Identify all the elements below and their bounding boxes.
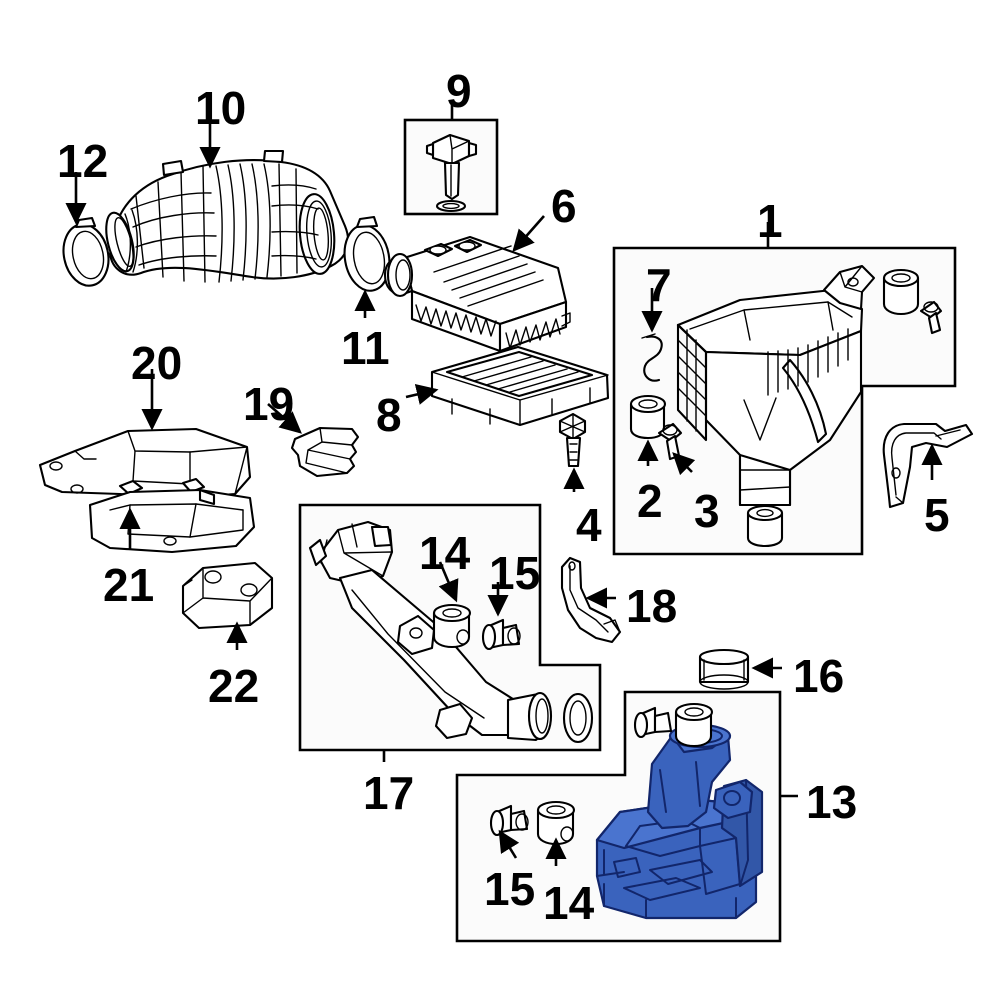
leader-19 [267,403,302,434]
callout-16[interactable]: 16 [793,650,845,702]
callout-5[interactable]: 5 [924,489,950,541]
stud-bolt-upper-right [919,300,943,335]
leader-6 [512,215,545,252]
part-3-mounting-stud-bolt [657,422,683,461]
part-16-connector-sleeve [698,648,750,690]
callout-21[interactable]: 21 [103,559,155,611]
callout-9[interactable]: 9 [446,65,472,117]
part-11-hose-clamp-outlet [343,215,391,292]
part-2-mounting-bushing [629,394,667,440]
part-14-mount-bushing-duct [432,603,472,649]
leader-lines [65,100,943,866]
callout-11[interactable]: 11 [341,322,390,374]
part-18-duct-bracket [560,556,622,644]
part-9-mass-air-flow-sensor [425,133,478,213]
leader-8 [405,383,439,405]
leader-3 [672,452,696,476]
leader-15b [498,829,520,859]
callout-15-second[interactable]: 15 [484,863,536,915]
bolt-bushing-top-box13 [633,702,714,748]
part-15-mount-bolt-duct [481,618,521,651]
part-13-resonator-chamber-assembly [595,723,764,920]
part-1-air-cleaner-housing [676,264,943,548]
callout-18[interactable]: 18 [626,580,678,632]
callout-14[interactable]: 14 [419,527,471,579]
callout-14-second[interactable]: 14 [543,877,595,929]
callout-19[interactable]: 19 [243,378,295,430]
callout-10[interactable]: 10 [195,82,247,134]
callout-6[interactable]: 6 [551,180,577,232]
callout-20[interactable]: 20 [131,337,183,389]
part-7-retaining-clip [641,333,663,382]
callout-13[interactable]: 13 [806,776,858,828]
part-8-air-filter-element [430,345,610,427]
part-5-mounting-bracket [882,422,974,509]
part-4-flange-bolt [558,412,587,468]
callout-15[interactable]: 15 [489,547,541,599]
part-15-mount-bolt-resonator [489,804,529,837]
callout-17[interactable]: 17 [363,767,415,819]
part-14-mount-bushing-resonator [536,800,576,846]
callout-3[interactable]: 3 [694,485,720,537]
callout-22[interactable]: 22 [208,660,260,712]
part-21-resonator-body [88,488,256,554]
callout-2[interactable]: 2 [637,475,663,527]
part-19-resonator-grommet [290,426,360,478]
part-17-air-intake-duct [308,520,594,744]
part-10-air-intake-hose [105,149,350,283]
leader-14 [438,561,459,603]
callout-8[interactable]: 8 [376,389,402,441]
callout-4[interactable]: 4 [576,499,602,551]
part-22-resonator-mount [181,561,274,630]
callout-7[interactable]: 7 [646,259,672,311]
part-6-air-cleaner-cover [383,235,571,353]
callout-12[interactable]: 12 [57,135,109,187]
callout-1[interactable]: 1 [757,195,783,247]
bushing-upper-right [882,268,920,316]
part-20-resonator-cover [38,427,252,500]
